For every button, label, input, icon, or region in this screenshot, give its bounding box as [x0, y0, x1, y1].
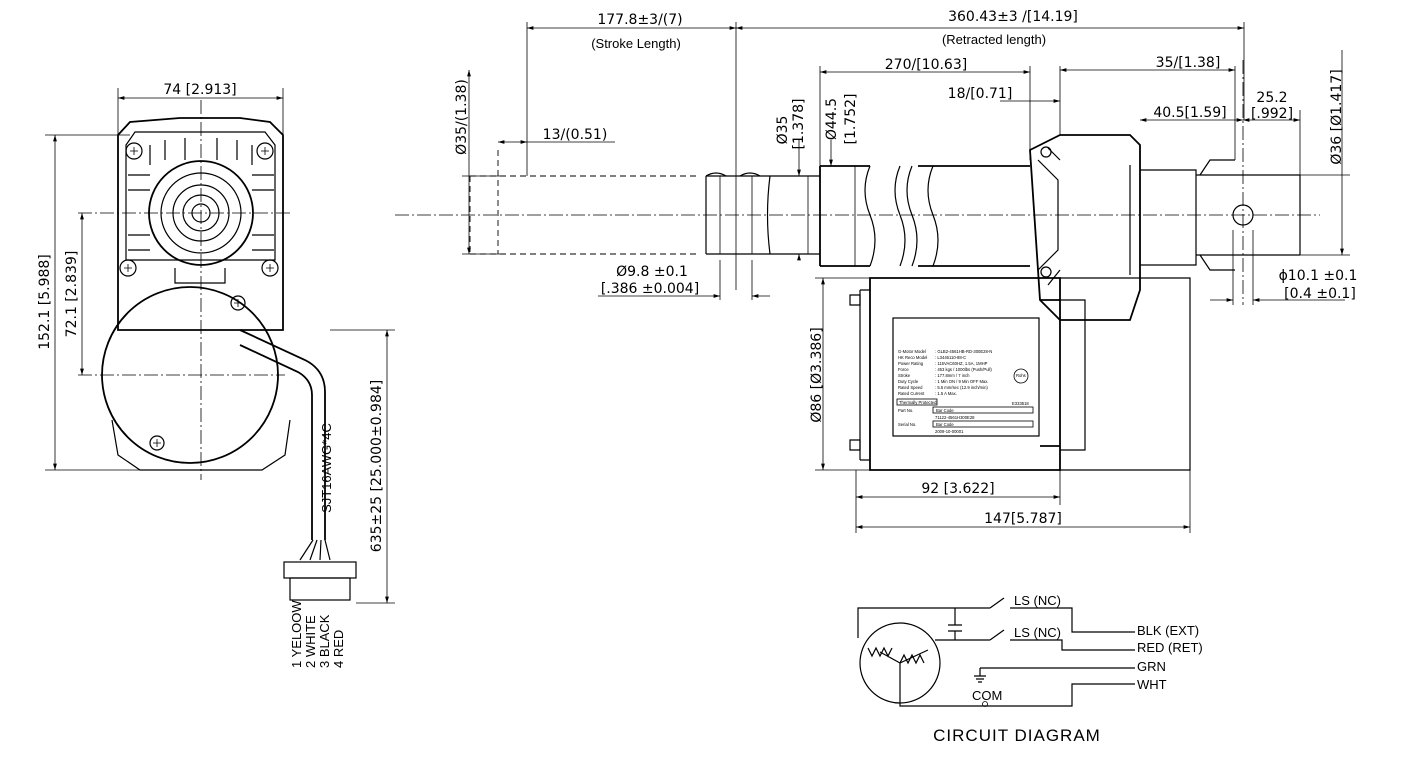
lug-top-left	[125, 142, 143, 160]
front-center-dim: 72.1 [2.839]	[64, 251, 80, 338]
np-serial-no-value: Bar Code	[936, 422, 954, 427]
np-value-5: : 177.8mm / 7 inch	[935, 373, 970, 378]
np-part-no-text: 71122-4561H300E28	[935, 415, 975, 420]
com-label: COM	[972, 688, 1002, 703]
cert-mark-icon	[1013, 368, 1029, 384]
gearbox-housing	[117, 117, 284, 331]
np-cert-text: E333518	[1012, 401, 1029, 406]
nameplate-text: G-Motor Model : GLB2-4561HB-RD-300E28-N …	[896, 349, 1034, 434]
outer-tube-dim-bottom: [1.752]	[843, 93, 859, 144]
lug-top-right	[256, 142, 274, 160]
side-dimensions	[462, 22, 1350, 533]
np-label-1: G-Motor Model	[898, 349, 926, 354]
lug-mid-right	[261, 259, 279, 277]
np-part-no-label: Part No.	[898, 408, 913, 413]
stroke-label: (Stroke Length)	[591, 36, 681, 51]
np-value-1: : GLB2-4561HB-RD-300E28-N	[935, 349, 992, 354]
end-hole-dim-top: ɸ10.1 ±0.1	[1279, 268, 1358, 284]
retracted-dim: 360.43±3 /[14.19]	[948, 9, 1078, 25]
cable-length-dim: 635±25 [25.000±0.984]	[369, 380, 385, 552]
outer-tube-dim-top: Ø44.5	[824, 98, 840, 140]
inner-tube-dim-bottom: [1.378]	[791, 98, 807, 149]
cable-label: SJT16AWG*4C	[319, 423, 334, 513]
rear-clevis	[1196, 174, 1301, 256]
motor-length-dim: 92 [3.622]	[921, 481, 994, 497]
hole-pos-dim-bottom: [.992]	[1251, 106, 1293, 122]
end-diameter-dim: Ø36 [Ø1.417]	[1329, 69, 1345, 164]
grn-label: GRN	[1137, 659, 1166, 674]
hole-pos-dim-top: 25.2	[1256, 90, 1287, 106]
blk-label: BLK (EXT)	[1137, 623, 1199, 638]
outer-tube	[819, 165, 870, 267]
ls-label-2: LS (NC)	[1014, 625, 1061, 640]
clevis-dim: 40.5[1.59]	[1153, 105, 1226, 121]
np-value-7: : 5.5 mm/sec (12.9 inch/min)	[935, 385, 988, 390]
wire-1-label: 1 YELOOW	[289, 600, 304, 668]
np-label-7: Rated Speed	[898, 385, 923, 390]
np-label-8: Rated Current	[898, 391, 925, 396]
np-value-3: : 115VAC60HZ, 1.5A, 1MHP	[935, 361, 988, 366]
np-label-5: Stroke	[898, 373, 911, 378]
shift-dim: 18/[0.71]	[948, 86, 1013, 102]
tube-length-dim: 270/[10.63]	[885, 57, 967, 73]
wire-4-label: 4 RED	[331, 630, 346, 668]
wire-2-label: 2 WHITE	[303, 615, 318, 668]
wire-3-label: 3 BLACK	[317, 614, 332, 668]
connector	[283, 561, 357, 579]
rod-diameter-dim: Ø35/(1.38)	[454, 79, 470, 155]
np-value-4: : 453 kgs / 1000lbs (Push/Pull)	[935, 367, 992, 372]
rod-tip-dim: 13/(0.51)	[543, 127, 608, 143]
np-value-8: : 1.5 A Max.	[935, 391, 957, 396]
nameplate	[892, 317, 1040, 437]
np-value-2: : L3446110-88-C	[935, 355, 966, 360]
red-label: RED (RET)	[1137, 640, 1203, 655]
np-serial-no-text: 2009-10-00001	[935, 429, 964, 434]
rod-hole-dim-top: Ø9.8 ±0.1	[616, 264, 688, 280]
total-length-dim: 147[5.787]	[984, 511, 1062, 527]
side-view	[395, 60, 1320, 471]
np-label-4: Force	[898, 367, 909, 372]
power-cable	[239, 329, 326, 540]
end-hole-dim-bottom: [0.4 ±0.1]	[1284, 286, 1356, 302]
circuit-title: CIRCUIT DIAGRAM	[933, 726, 1101, 745]
front-height-dim: 152.1 [5.988]	[37, 254, 53, 350]
motor-diameter-dim: Ø86 [Ø3.386]	[809, 327, 825, 422]
circuit-diagram	[857, 597, 1135, 707]
cert-mark-glyph: Rohs	[1016, 373, 1026, 378]
ls-label-1: LS (NC)	[1014, 593, 1061, 608]
np-thermal: Thermally Protected	[899, 400, 937, 405]
rod-hole-dim-bottom: [.386 ±0.004]	[601, 281, 699, 297]
np-value-6: : 1 Min ON / 9 Min OFF Max.	[935, 379, 989, 384]
np-label-3: Power Rating	[898, 361, 924, 366]
end-length-dim: 35/[1.38]	[1156, 55, 1221, 71]
front-width-dim: 74 [2.913]	[163, 82, 236, 98]
lug-mid-left	[119, 259, 137, 277]
inner-tube-dim-top: Ø35	[775, 116, 791, 145]
np-label-6: Duty Cycle	[898, 379, 919, 384]
stroke-dim: 177.8±3/(7)	[597, 12, 682, 28]
gearbox-side	[1029, 134, 1141, 321]
np-label-2: HK Reco Model	[898, 355, 927, 360]
np-part-no-value: Bar Code	[936, 408, 954, 413]
front-view	[45, 88, 395, 604]
retracted-label: (Retracted length)	[942, 32, 1046, 47]
np-serial-no-label: Serial No.	[898, 422, 916, 427]
wht-label: WHT	[1137, 677, 1167, 692]
